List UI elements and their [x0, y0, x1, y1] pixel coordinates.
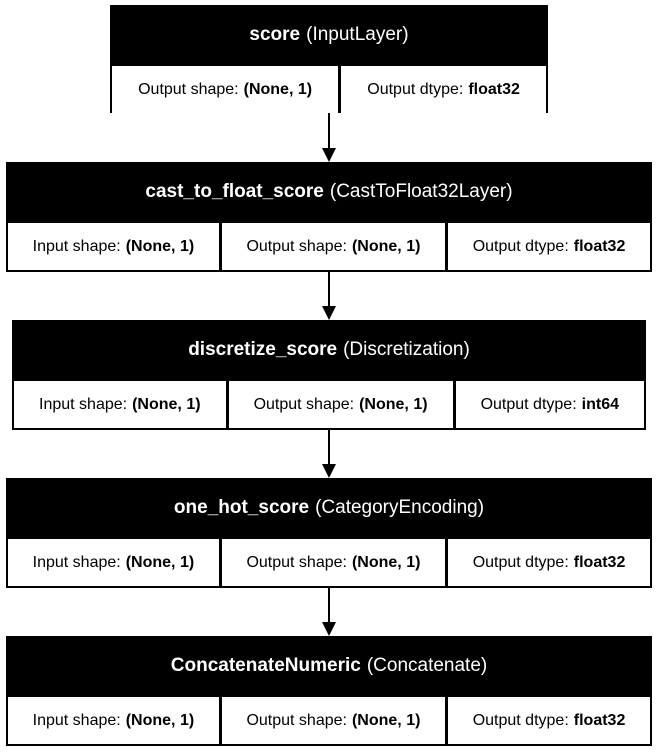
output-shape-label: Output shape: — [246, 711, 347, 729]
layer-type: (InputLayer) — [306, 24, 409, 45]
output-dtype-value: float32 — [468, 80, 520, 98]
output-shape-value: (None, 1) — [243, 80, 313, 98]
layer-type: (CategoryEncoding) — [315, 497, 485, 518]
layer-header: ConcatenateNumeric (Concatenate) — [8, 638, 650, 694]
output-shape-cell: Output shape: (None, 1) — [221, 539, 446, 586]
edge-arrow — [322, 588, 336, 636]
output-dtype-cell: Output dtype: float32 — [448, 539, 650, 586]
layer-node-score: score (InputLayer) Output shape: (None, … — [110, 5, 548, 113]
input-shape-cell: Input shape: (None, 1) — [8, 539, 219, 586]
layer-header: cast_to_float_score (CastToFloat32Layer) — [8, 164, 650, 220]
layer-node-cast-to-float-score: cast_to_float_score (CastToFloat32Layer)… — [6, 162, 652, 272]
layer-node-one-hot-score: one_hot_score (CategoryEncoding) Input s… — [6, 478, 652, 588]
layer-shape-row: Input shape: (None, 1) Output shape: (No… — [8, 220, 650, 270]
input-shape-value: (None, 1) — [125, 711, 195, 729]
input-shape-cell: Input shape: (None, 1) — [8, 223, 219, 270]
output-dtype-cell: Output dtype: float32 — [341, 66, 547, 113]
layer-shape-row: Output shape: (None, 1) Output dtype: fl… — [112, 63, 547, 113]
output-dtype-cell: Output dtype: float32 — [448, 697, 650, 744]
layer-name: ConcatenateNumeric — [170, 655, 361, 676]
layer-node-concatenate-numeric: ConcatenateNumeric (Concatenate) Input s… — [6, 636, 652, 746]
output-dtype-label: Output dtype: — [367, 80, 464, 98]
output-dtype-label: Output dtype: — [480, 395, 577, 413]
output-shape-cell: Output shape: (None, 1) — [221, 223, 446, 270]
input-shape-label: Input shape: — [32, 553, 121, 571]
layer-type: (CastToFloat32Layer) — [329, 181, 513, 202]
output-dtype-cell: Output dtype: float32 — [448, 223, 650, 270]
layer-name: cast_to_float_score — [145, 181, 324, 202]
layer-header: one_hot_score (CategoryEncoding) — [8, 480, 650, 536]
layer-shape-row: Input shape: (None, 1) Output shape: (No… — [14, 378, 644, 428]
layer-shape-row: Input shape: (None, 1) Output shape: (No… — [8, 694, 650, 744]
output-dtype-label: Output dtype: — [472, 237, 569, 255]
output-shape-value: (None, 1) — [351, 553, 421, 571]
input-shape-label: Input shape: — [32, 237, 121, 255]
output-shape-label: Output shape: — [138, 80, 239, 98]
edge-arrow — [322, 430, 336, 478]
edge-arrow — [322, 272, 336, 320]
layer-node-discretize-score: discretize_score (Discretization) Input … — [12, 320, 646, 430]
output-shape-value: (None, 1) — [351, 711, 421, 729]
layer-header: score (InputLayer) — [112, 7, 546, 63]
output-shape-cell: Output shape: (None, 1) — [228, 381, 453, 428]
output-dtype-label: Output dtype: — [472, 711, 569, 729]
output-shape-cell: Output shape: (None, 1) — [112, 66, 339, 113]
layer-type: (Concatenate) — [366, 655, 488, 676]
input-shape-value: (None, 1) — [125, 553, 195, 571]
edge-arrow — [322, 113, 336, 162]
input-shape-label: Input shape: — [32, 711, 121, 729]
output-dtype-value: float32 — [573, 711, 626, 729]
input-shape-value: (None, 1) — [125, 237, 195, 255]
input-shape-label: Input shape: — [39, 395, 128, 413]
output-dtype-label: Output dtype: — [472, 553, 569, 571]
output-dtype-value: float32 — [573, 237, 626, 255]
output-shape-value: (None, 1) — [359, 395, 428, 413]
input-shape-value: (None, 1) — [132, 395, 201, 413]
output-dtype-cell: Output dtype: int64 — [455, 381, 644, 428]
output-shape-label: Output shape: — [246, 237, 347, 255]
layer-name: one_hot_score — [173, 497, 310, 518]
output-shape-cell: Output shape: (None, 1) — [221, 697, 446, 744]
layer-shape-row: Input shape: (None, 1) Output shape: (No… — [8, 536, 650, 586]
layer-name: discretize_score — [188, 339, 338, 360]
output-shape-label: Output shape: — [246, 553, 347, 571]
layer-type: (Discretization) — [343, 339, 470, 360]
input-shape-cell: Input shape: (None, 1) — [8, 697, 219, 744]
output-shape-label: Output shape: — [253, 395, 355, 413]
output-dtype-value: float32 — [573, 553, 626, 571]
input-shape-cell: Input shape: (None, 1) — [14, 381, 226, 428]
output-dtype-value: int64 — [581, 395, 619, 413]
layer-header: discretize_score (Discretization) — [14, 322, 644, 378]
output-shape-value: (None, 1) — [351, 237, 421, 255]
layer-name: score — [249, 24, 301, 45]
